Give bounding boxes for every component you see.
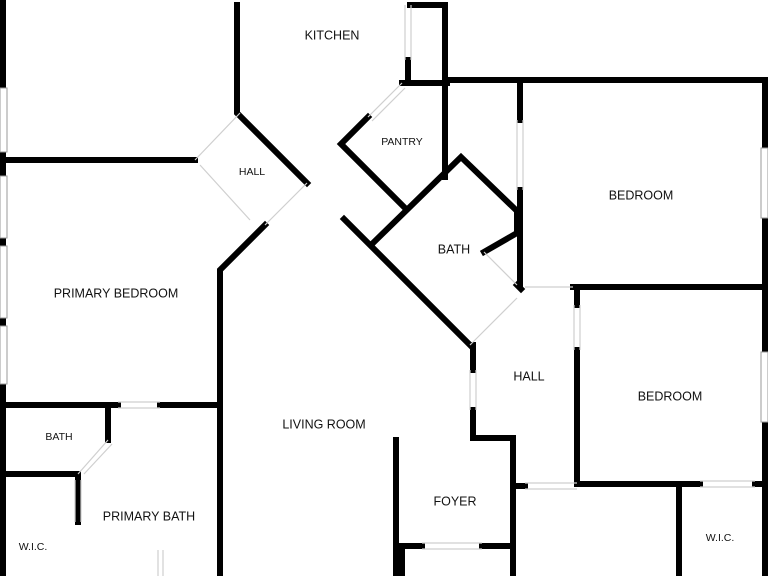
window-left-1 <box>0 87 8 153</box>
label-primary-bedroom: PRIMARY BEDROOM <box>54 286 179 300</box>
label-bath-center: BATH <box>438 242 470 256</box>
label-living-room: LIVING ROOM <box>282 417 365 431</box>
wall-hall-upper-lower <box>217 220 270 576</box>
window-left-4 <box>0 325 8 385</box>
door-kitchen-stub <box>404 5 412 60</box>
door-wic-left <box>74 480 82 522</box>
label-bedroom-upper: BEDROOM <box>609 188 674 202</box>
wall-hall-right-left-lower <box>470 407 516 576</box>
door-primary-bath <box>118 401 160 409</box>
door-hall-upper-right <box>264 182 308 226</box>
wall-kitchen-right <box>407 2 448 85</box>
window-left-2 <box>0 175 8 239</box>
label-hall-right: HALL <box>513 369 544 383</box>
door-foyer <box>422 542 482 550</box>
door-hall-right-left <box>469 370 477 410</box>
door-hall-upper-left <box>194 112 251 221</box>
label-foyer: FOYER <box>433 494 476 508</box>
label-hall-upper: HALL <box>239 166 265 178</box>
label-bath-primary: BATH <box>45 431 72 443</box>
door-bath-primary <box>77 439 113 475</box>
label-kitchen: KITCHEN <box>305 28 360 42</box>
wall-bath-center-lower <box>339 214 475 350</box>
window-left-3 <box>0 245 8 319</box>
label-primary-bath: PRIMARY BATH <box>103 509 195 523</box>
label-pantry: PANTRY <box>381 136 423 148</box>
wall-primary-bath-fixture <box>157 550 164 576</box>
label-bedroom-lower: BEDROOM <box>638 389 703 403</box>
door-pantry <box>367 82 406 122</box>
label-wic-left: W.I.C. <box>19 541 48 553</box>
window-right-2 <box>760 351 768 423</box>
door-bedroom-upper <box>516 120 524 190</box>
window-right-1 <box>760 147 768 219</box>
wall-pantry-left <box>336 112 410 213</box>
label-wic-right: W.I.C. <box>706 532 735 544</box>
door-openings <box>74 5 755 550</box>
wall-bath-center <box>368 152 520 257</box>
door-bath-center <box>469 251 518 346</box>
door-wic-right <box>700 480 755 488</box>
windows <box>0 87 768 423</box>
door-hall-bottom <box>525 482 577 490</box>
wall-hall-upper-right <box>234 2 312 188</box>
door-bedroom-lower <box>573 305 581 350</box>
room-labels: KITCHEN PANTRY HALL BEDROOM BATH PRIMARY… <box>19 28 735 552</box>
